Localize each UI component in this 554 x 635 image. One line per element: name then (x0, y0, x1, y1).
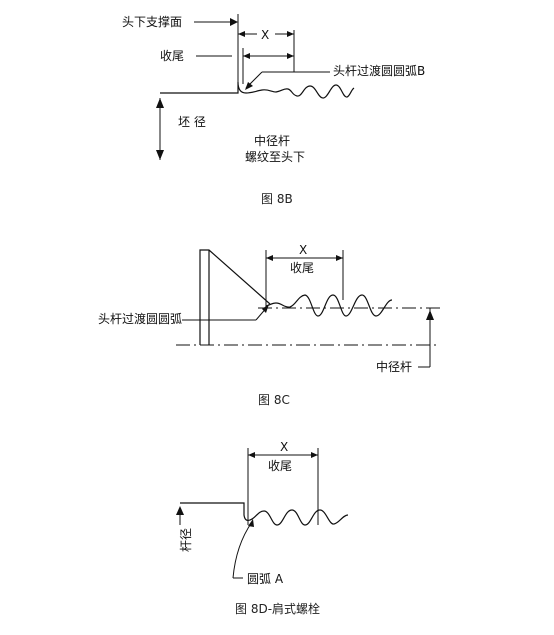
arrowhead (287, 31, 294, 37)
arrowhead (230, 18, 238, 26)
thread-profile (245, 84, 355, 99)
arrowhead (336, 255, 343, 261)
label-runout: 收尾 (268, 459, 292, 473)
arrowhead (176, 506, 184, 515)
label-x: X (280, 440, 288, 454)
label-x: X (299, 243, 307, 257)
arrowhead (266, 255, 273, 261)
arrowhead (245, 82, 253, 90)
arrowhead (426, 310, 434, 320)
x-label-bg (257, 27, 275, 41)
label-arc-a: 圆弧 A (247, 572, 284, 586)
thread-profile (265, 294, 393, 317)
arrowhead (248, 452, 255, 458)
head-taper (199, 249, 271, 345)
caption-8c: 图 8C (258, 393, 290, 407)
arrowhead (311, 452, 318, 458)
label-runout: 收尾 (160, 49, 184, 63)
figure-8b: 头下支撑面 X 收尾 头杆过渡圆圆弧B 坯 径 中径杆 (122, 14, 425, 206)
label-blank-diameter: 坯 径 (178, 115, 206, 129)
label-x: X (261, 28, 269, 42)
note-line-1: 中径杆 (254, 133, 290, 148)
caption-8b: 图 8B (261, 192, 293, 206)
label-pitch-diameter-shank: 中径杆 (376, 359, 412, 374)
label-shank-diameter: 杆径 (179, 528, 193, 552)
label-fillet-b: 头杆过渡圆圆弧B (333, 63, 425, 78)
thread-profile (180, 502, 349, 526)
head-profile (160, 81, 247, 94)
label-runout: 收尾 (290, 261, 314, 275)
leader-arc-a (232, 521, 253, 579)
arrowhead (287, 53, 294, 59)
figure-8c: X 收尾 头杆过渡圆圆弧 中径杆 图 8C (98, 243, 440, 407)
arrowhead (238, 31, 245, 37)
arrowhead (156, 150, 164, 160)
arrowhead (248, 519, 254, 527)
arrowhead (243, 53, 250, 59)
arrowhead (262, 304, 269, 313)
label-fillet: 头杆过渡圆圆弧 (98, 311, 182, 326)
note-line-2: 螺纹至头下 (245, 150, 305, 164)
figure-8d: X 收尾 圆弧 A 杆径 图 8D-肩式螺栓 (176, 440, 349, 616)
caption-8d: 图 8D-肩式螺栓 (235, 601, 320, 616)
label-head-bearing-face: 头下支撑面 (122, 14, 182, 29)
arrowhead (156, 98, 164, 108)
